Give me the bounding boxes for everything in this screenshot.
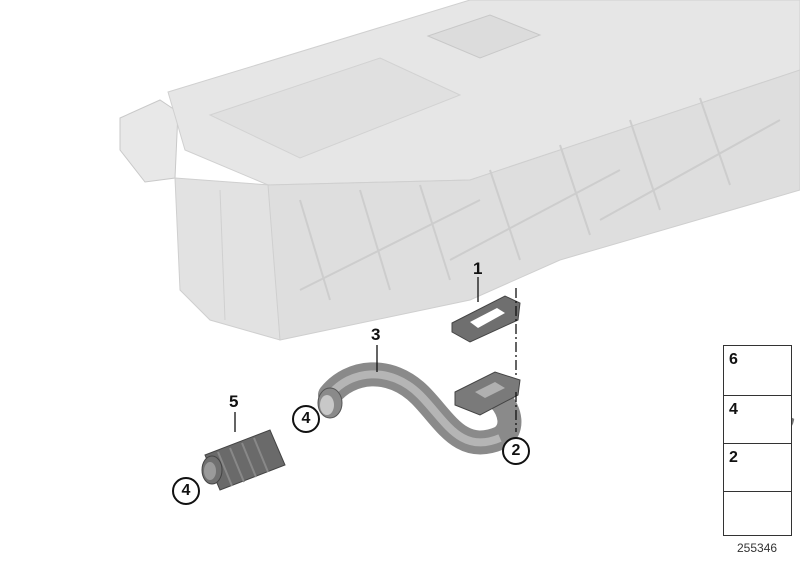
battery-housing — [119, 0, 800, 341]
legend-number: 4 — [729, 401, 738, 418]
parts-legend: 6 4 2 — [723, 345, 792, 536]
bellows-hose-part-5 — [201, 429, 286, 491]
leader-lines — [234, 277, 517, 432]
legend-item-clamp: 4 — [724, 396, 791, 444]
callout-2: 2 — [502, 437, 530, 465]
callout-1: 1 — [473, 259, 483, 278]
legend-item-screw: 2 — [724, 444, 791, 492]
legend-item-arrow — [724, 492, 791, 535]
legend-number: 2 — [729, 449, 738, 466]
legend-number: 6 — [729, 351, 738, 368]
legend-item-oring: 6 — [724, 346, 791, 396]
callout-5: 5 — [229, 392, 239, 411]
diagram-id: 255346 — [737, 541, 778, 555]
gasket-part-1 — [451, 295, 521, 343]
callout-4-lower: 4 — [172, 477, 200, 505]
callout-3: 3 — [371, 325, 381, 344]
air-duct-pipe-part-3 — [317, 362, 522, 455]
callout-4-upper: 4 — [292, 405, 320, 433]
